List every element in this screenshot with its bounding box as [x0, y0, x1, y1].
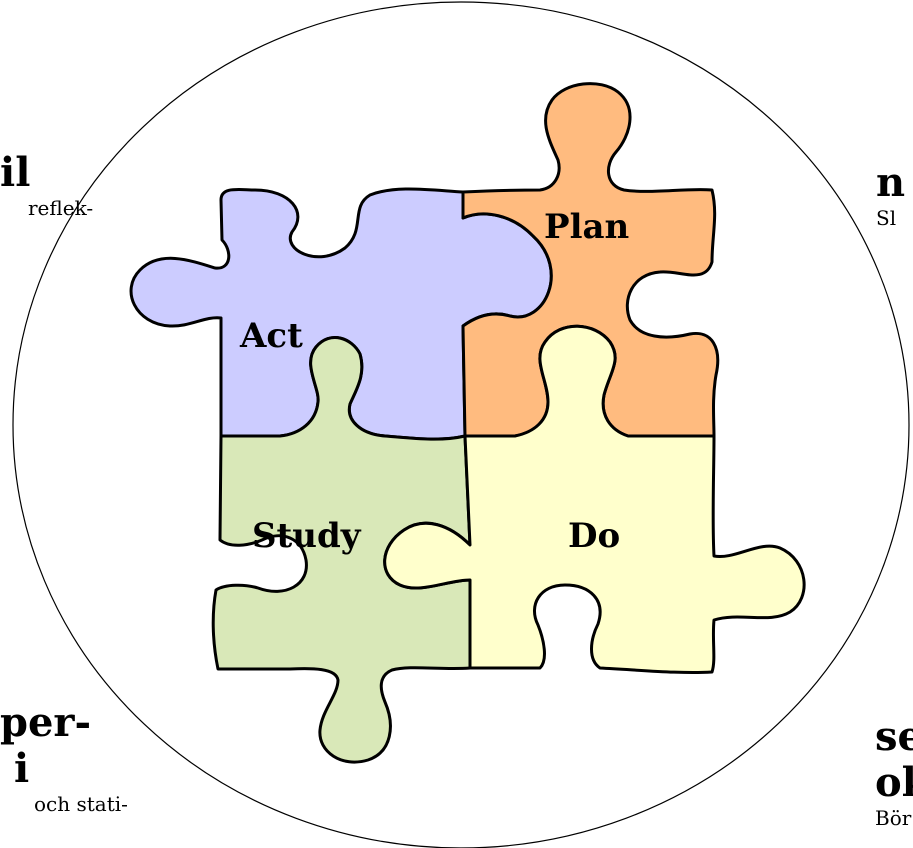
corner-heading-top-right: n [876, 159, 906, 206]
corner-heading-top-left: il [0, 149, 31, 196]
corner-body-bottom-left: och stati- [34, 792, 128, 816]
puzzle-piece-do [383, 324, 806, 675]
corner-body-top-right: Sl [876, 206, 897, 230]
piece-label-plan: Plan [544, 207, 629, 247]
corner-heading-bottom-left-2: i [14, 745, 30, 792]
corner-text-top-right: n Sl [876, 159, 906, 231]
piece-label-study: Study [252, 516, 362, 556]
corner-body-bottom-right: Bör [875, 806, 912, 830]
piece-label-do: Do [568, 516, 620, 556]
enclosing-circle [12, 1, 910, 848]
corner-heading-bottom-right-1: sej [875, 713, 913, 760]
corner-text-bottom-right: sej ok Bör [875, 713, 913, 831]
corner-heading-bottom-left-1: per- [0, 699, 92, 746]
corner-text-top-left: il reflek- [0, 149, 94, 221]
puzzle-piece-study [211, 336, 472, 764]
corner-text-bottom-left: per- i och stati- [0, 699, 128, 817]
piece-label-act: Act [239, 316, 303, 356]
corner-heading-bottom-right-2: ok [875, 759, 913, 806]
corner-body-top-left: reflek- [28, 196, 94, 220]
